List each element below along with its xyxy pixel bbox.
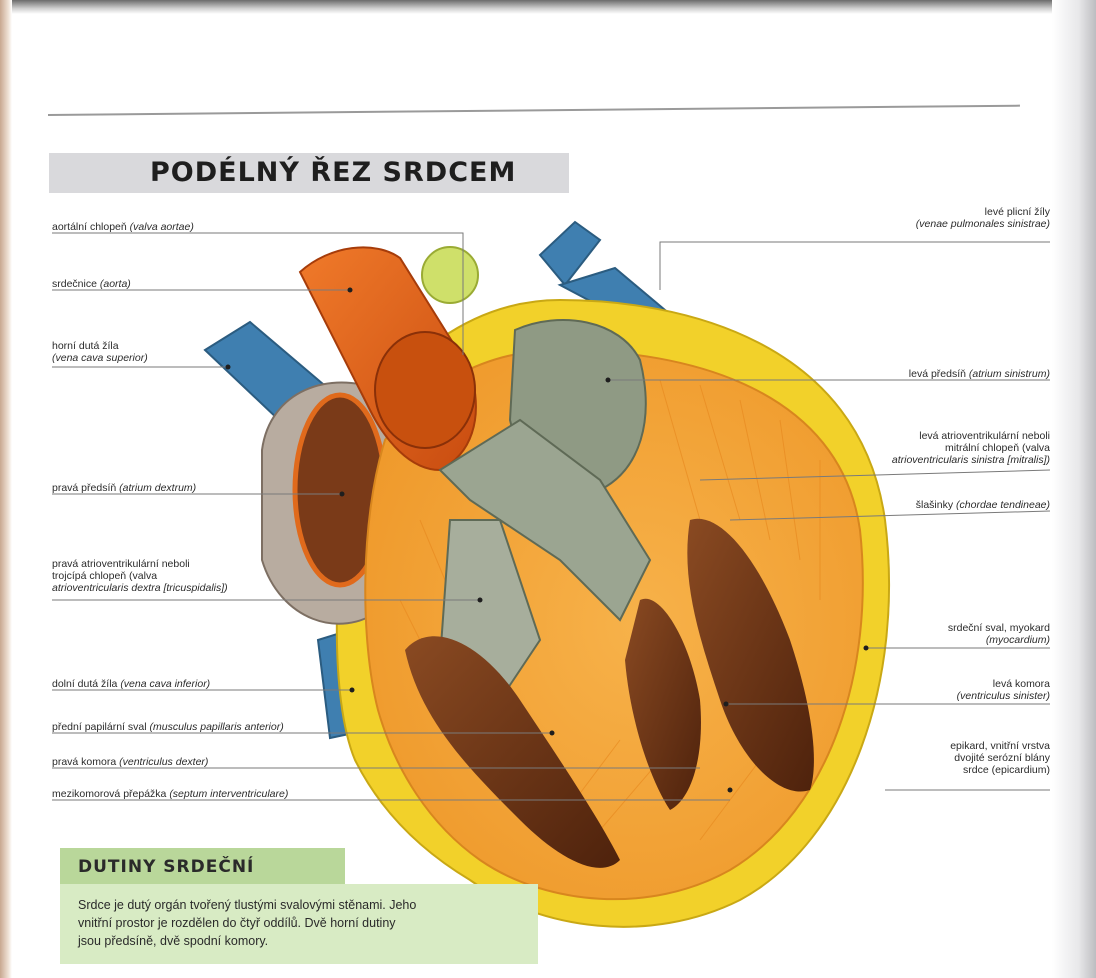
label-mitral-valve: levá atrioventrikulární neboli mitrální … [892, 430, 1050, 466]
label-aorta-cz: srdečnice [52, 278, 97, 290]
label-epicard-line2: dvojité serózní blány [950, 752, 1050, 764]
label-epicard-line1: epikard, vnitřní vrstva [950, 740, 1050, 752]
label-myocardium-line1: srdeční sval, myokard [948, 622, 1050, 634]
label-aortic-valve-lat: (valva aortae) [130, 221, 194, 233]
label-septum: mezikomorová přepážka (septum interventr… [52, 788, 288, 800]
label-epicard-line3: srdce (epicardium) [950, 764, 1050, 776]
label-right-atrium-cz: pravá předsíň [52, 482, 116, 494]
label-left-ventricle: levá komora (ventriculus sinister) [957, 678, 1050, 702]
label-left-atrium-cz: levá předsíň [909, 368, 966, 380]
label-papillary-lat: (musculus papillaris anterior) [149, 721, 283, 733]
label-left-atrium-lat: (atrium sinistrum) [969, 368, 1050, 380]
label-right-atrium: pravá předsíň (atrium dextrum) [52, 482, 196, 494]
label-papillary-muscle: přední papilární sval (musculus papillar… [52, 721, 284, 733]
label-papillary-cz: přední papilární sval [52, 721, 147, 733]
label-ivc-lat: (vena cava inferior) [120, 678, 210, 690]
label-svc-line2: (vena cava superior) [52, 352, 148, 364]
label-left-ventricle-line2: (ventriculus sinister) [957, 690, 1050, 702]
label-chordae: šlašinky (chordae tendineae) [916, 499, 1050, 511]
label-aorta-lat: (aorta) [100, 278, 131, 290]
info-box-line2: vnitřní prostor je rozdělen do čtyř oddí… [78, 914, 528, 932]
label-aorta: srdečnice (aorta) [52, 278, 131, 290]
label-aortic-valve: aortální chlopeň (valva aortae) [52, 221, 194, 233]
info-box-line3: jsou předsíně, dvě spodní komory. [78, 932, 528, 950]
info-box-text: Srdce je dutý orgán tvořený tlustými sva… [78, 896, 528, 950]
label-inferior-vena-cava: dolní dutá žíla (vena cava inferior) [52, 678, 210, 690]
label-epicardium: epikard, vnitřní vrstva dvojité serózní … [950, 740, 1050, 776]
label-tricuspid-line1: pravá atrioventrikulární neboli [52, 558, 228, 570]
info-box-line1: Srdce je dutý orgán tvořený tlustými sva… [78, 896, 528, 914]
label-superior-vena-cava: horní dutá žíla (vena cava superior) [52, 340, 148, 364]
label-left-atrium: levá předsíň (atrium sinistrum) [909, 368, 1050, 380]
label-chordae-lat: (chordae tendineae) [956, 499, 1050, 511]
label-tricuspid-line3: atrioventricularis dextra [tricuspidalis… [52, 582, 228, 594]
label-tricuspid-valve: pravá atrioventrikulární neboli trojcípá… [52, 558, 228, 594]
label-svc-line1: horní dutá žíla [52, 340, 148, 352]
label-aortic-valve-cz: aortální chlopeň [52, 221, 127, 233]
label-septum-cz: mezikomorová přepážka [52, 788, 166, 800]
label-chordae-cz: šlašinky [916, 499, 953, 511]
label-septum-lat: (septum interventriculare) [169, 788, 288, 800]
label-pulm-veins-line1: levé plicní žíly [916, 206, 1050, 218]
label-myocardium-line2: (myocardium) [948, 634, 1050, 646]
info-box-title: DUTINY SRDEČNÍ [78, 857, 254, 877]
label-right-ventricle-cz: pravá komora [52, 756, 116, 768]
label-mitral-line2: mitrální chlopeň (valva [892, 442, 1050, 454]
label-tricuspid-line2: trojcípá chlopeň (valva [52, 570, 228, 582]
label-pulmonary-veins: levé plicní žíly (venae pulmonales sinis… [916, 206, 1050, 230]
label-myocardium: srdeční sval, myokard (myocardium) [948, 622, 1050, 646]
label-ivc-cz: dolní dutá žíla [52, 678, 117, 690]
label-right-ventricle-lat: (ventriculus dexter) [119, 756, 208, 768]
label-mitral-line1: levá atrioventrikulární neboli [892, 430, 1050, 442]
label-right-ventricle: pravá komora (ventriculus dexter) [52, 756, 208, 768]
label-right-atrium-lat: (atrium dextrum) [119, 482, 196, 494]
label-left-ventricle-line1: levá komora [957, 678, 1050, 690]
label-mitral-line3: atrioventricularis sinistra [mitralis]) [892, 454, 1050, 466]
label-pulm-veins-line2: (venae pulmonales sinistrae) [916, 218, 1050, 230]
